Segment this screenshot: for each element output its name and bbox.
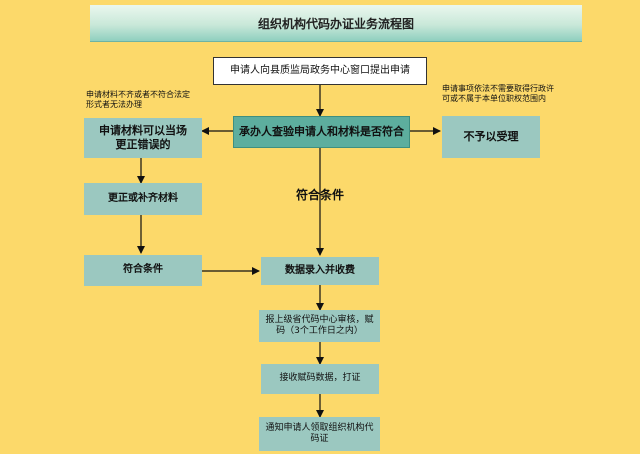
node-notify: 通知申请人领取组织机构代码证 bbox=[259, 417, 380, 451]
node-reject: 不予以受理 bbox=[442, 116, 540, 158]
label-meets-center: 符合条件 bbox=[296, 188, 345, 202]
node-entry: 数据录入并收费 bbox=[261, 257, 379, 285]
node-provincial: 报上级省代码中心审核，赋码（3个工作日之内） bbox=[259, 310, 380, 342]
note-left: 申请材料不齐或者不符合法定形式者无法办理 bbox=[86, 90, 190, 109]
node-correctable: 申请材料可以当场更正错误的 bbox=[84, 118, 202, 158]
node-supplement: 更正或补齐材料 bbox=[84, 183, 202, 215]
node-submit: 申请人向县质监局政务中心窗口提出申请 bbox=[213, 57, 427, 85]
flowchart-title: 组织机构代码办证业务流程图 bbox=[90, 5, 582, 42]
note-right: 申请事项依法不需要取得行政许可或不属于本单位职权范围内 bbox=[442, 84, 554, 103]
node-meets-left: 符合条件 bbox=[84, 255, 202, 286]
node-review: 承办人查验申请人和材料是否符合 bbox=[233, 116, 410, 148]
node-receive: 接收赋码数据，打证 bbox=[261, 364, 379, 394]
